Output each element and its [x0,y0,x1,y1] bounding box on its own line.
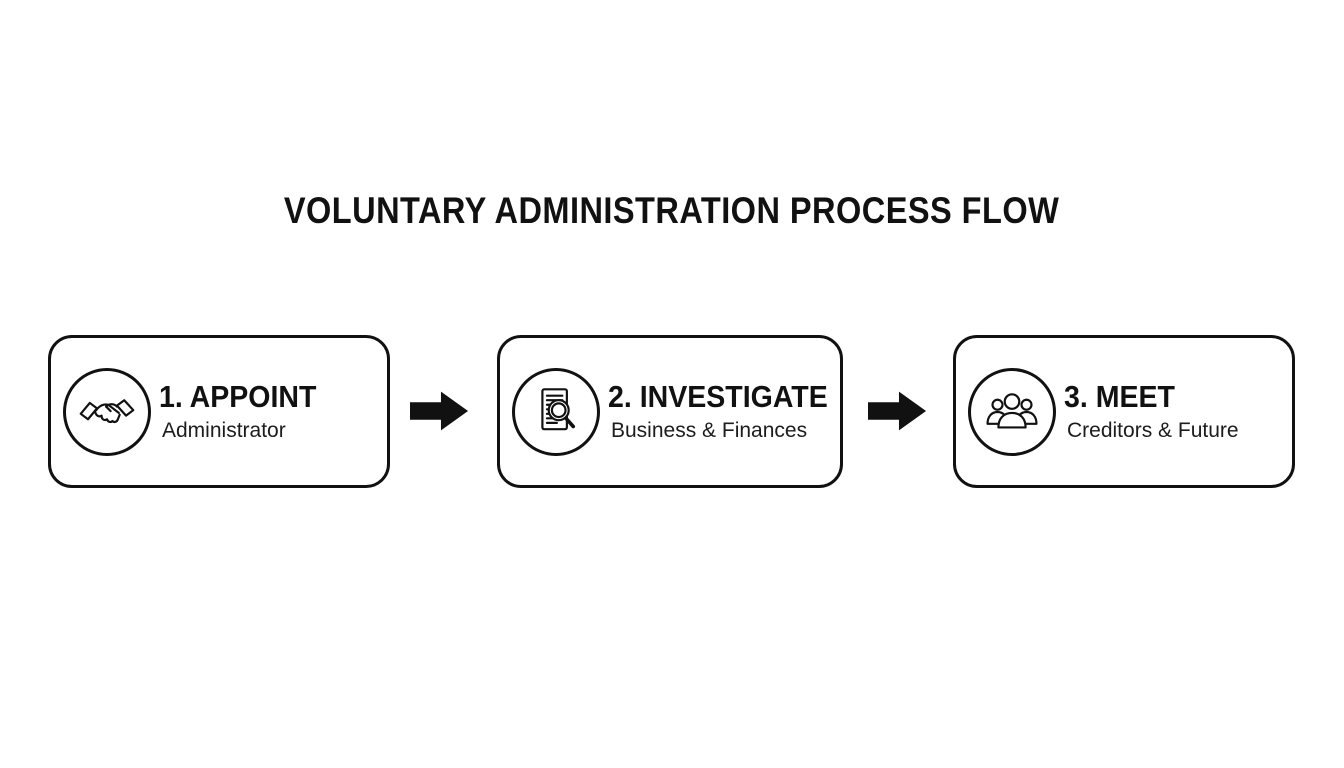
step-heading: 1. APPOINT [159,379,317,414]
step-heading: 2. INVESTIGATE [608,379,828,414]
step-card-meet: 3. MEET Creditors & Future [953,335,1295,488]
step-subtitle: Creditors & Future [1067,419,1239,442]
step-text: 2. INVESTIGATE Business & Finances [608,380,832,443]
document-magnifier-icon [541,387,576,430]
step-icon-circle [63,367,151,456]
step-text: 3. MEET Creditors & Future [1064,380,1239,443]
step-heading: 3. MEET [1064,379,1175,414]
page-title-text: VOLUNTARY ADMINISTRATION PROCESS FLOW [284,190,1060,231]
arrow-right-icon [410,389,470,433]
arrow-right-icon [868,389,928,433]
page-title: VOLUNTARY ADMINISTRATION PROCESS FLOW [0,190,1344,232]
step-card-investigate: 2. INVESTIGATE Business & Finances [497,335,843,488]
step-card-appoint: 1. APPOINT Administrator [48,335,390,488]
step-text: 1. APPOINT Administrator [159,380,330,443]
step-icon-circle [968,367,1056,456]
step-subtitle: Business & Finances [611,419,808,442]
handshake-icon [79,398,135,423]
step-icon-circle [512,367,600,456]
people-group-icon [986,392,1038,428]
step-subtitle: Administrator [162,419,286,442]
